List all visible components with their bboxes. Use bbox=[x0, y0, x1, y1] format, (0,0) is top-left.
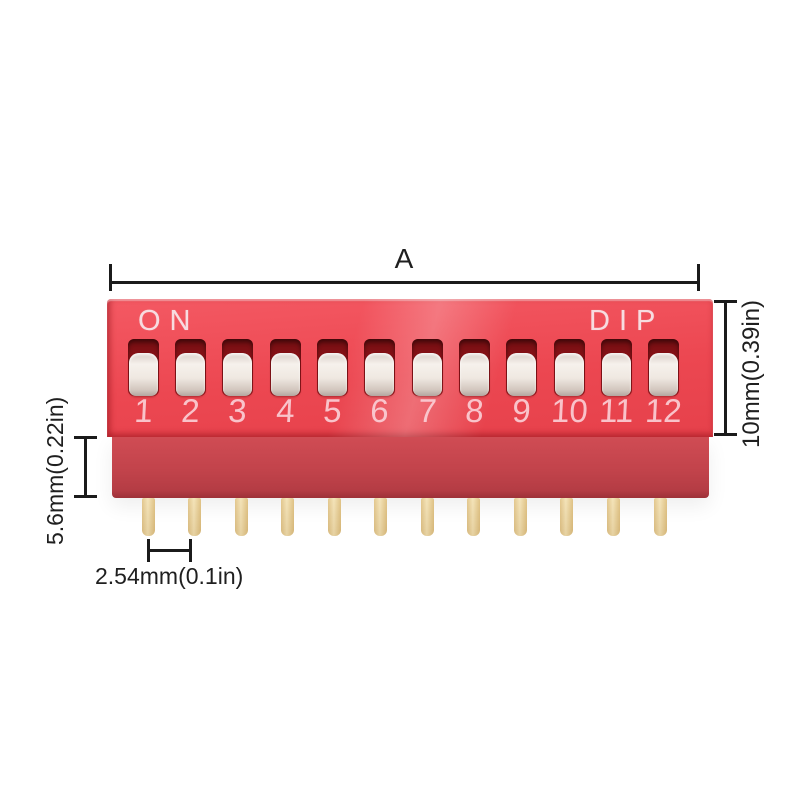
dip-switch-top-face: ON DIP 1 2 3 4 5 6 7 8 9 10 11 12 bbox=[107, 299, 713, 437]
dim-a-label: A bbox=[394, 243, 414, 274]
dim-a-tick-left bbox=[109, 264, 112, 291]
dim-a-line bbox=[111, 281, 699, 284]
dim-height-cap-top bbox=[714, 300, 737, 303]
dim-pitch-cap-right bbox=[189, 539, 192, 562]
pin-7 bbox=[420, 498, 434, 536]
switch-slider-9 bbox=[507, 353, 537, 396]
switch-slider-3 bbox=[223, 353, 253, 396]
switch-slider-2 bbox=[175, 353, 205, 396]
switch-slot-5 bbox=[316, 339, 348, 396]
dim-front-label: 5.6mm(0.22in) bbox=[42, 396, 68, 545]
dim-pitch-label: 2.54mm(0.1in) bbox=[95, 563, 244, 589]
switch-slider-6 bbox=[365, 353, 395, 396]
pin-10 bbox=[560, 498, 574, 536]
position-number-6: 6 bbox=[369, 392, 390, 429]
position-number-5: 5 bbox=[322, 392, 343, 429]
position-number-3: 3 bbox=[227, 392, 248, 429]
switch-slider-10 bbox=[554, 353, 584, 396]
dim-pitch-line bbox=[149, 549, 191, 552]
dim-height-line bbox=[724, 302, 727, 434]
position-number-12: 12 bbox=[644, 392, 684, 429]
switch-slot-4 bbox=[269, 339, 301, 396]
switch-slot-8 bbox=[458, 339, 490, 396]
pin-2 bbox=[188, 498, 202, 536]
pin-9 bbox=[513, 498, 527, 536]
position-number-7: 7 bbox=[416, 392, 438, 429]
position-number-2: 2 bbox=[180, 392, 201, 429]
dip-label: DIP bbox=[589, 305, 665, 337]
dim-a-tick-right bbox=[697, 264, 700, 291]
pin-4 bbox=[281, 498, 295, 536]
switch-slider-1 bbox=[128, 353, 158, 396]
switch-slot-9 bbox=[506, 339, 538, 396]
pin-11 bbox=[607, 498, 620, 536]
switch-slot-2 bbox=[174, 339, 206, 396]
dim-height-label: 10mm(0.39in) bbox=[738, 299, 765, 448]
switch-slot-6 bbox=[364, 339, 396, 396]
dim-height-cap-bottom bbox=[714, 433, 737, 436]
switch-slider-7 bbox=[412, 353, 442, 396]
dip-switch-front-face bbox=[112, 437, 709, 498]
pin-8 bbox=[467, 498, 481, 536]
switch-slot-11 bbox=[601, 339, 632, 396]
position-number-10: 10 bbox=[549, 392, 589, 429]
switch-slider-4 bbox=[270, 353, 300, 396]
dim-front-line bbox=[84, 438, 87, 495]
position-number-9: 9 bbox=[511, 392, 532, 429]
dim-front-cap-top bbox=[74, 436, 97, 439]
position-number-8: 8 bbox=[464, 392, 485, 429]
pin-6 bbox=[374, 498, 388, 536]
pin-5 bbox=[327, 498, 341, 536]
switch-slot-10 bbox=[553, 339, 585, 396]
switch-slider-11 bbox=[602, 353, 631, 396]
position-number-4: 4 bbox=[274, 392, 296, 429]
switch-slider-12 bbox=[649, 353, 679, 396]
switch-slot-12 bbox=[648, 339, 680, 396]
position-number-11: 11 bbox=[598, 392, 635, 429]
pin-12 bbox=[653, 498, 667, 536]
switch-slot-1 bbox=[127, 339, 159, 396]
dim-front-cap-bottom bbox=[74, 495, 97, 498]
switch-slider-8 bbox=[459, 353, 489, 396]
switch-slot-3 bbox=[222, 339, 254, 396]
dim-pitch-cap-left bbox=[147, 539, 150, 562]
pin-1 bbox=[141, 498, 155, 536]
position-number-1: 1 bbox=[132, 392, 154, 429]
switch-slider-5 bbox=[317, 353, 347, 396]
switch-slot-7 bbox=[411, 339, 443, 396]
pin-3 bbox=[234, 498, 248, 536]
on-label: ON bbox=[138, 305, 200, 337]
